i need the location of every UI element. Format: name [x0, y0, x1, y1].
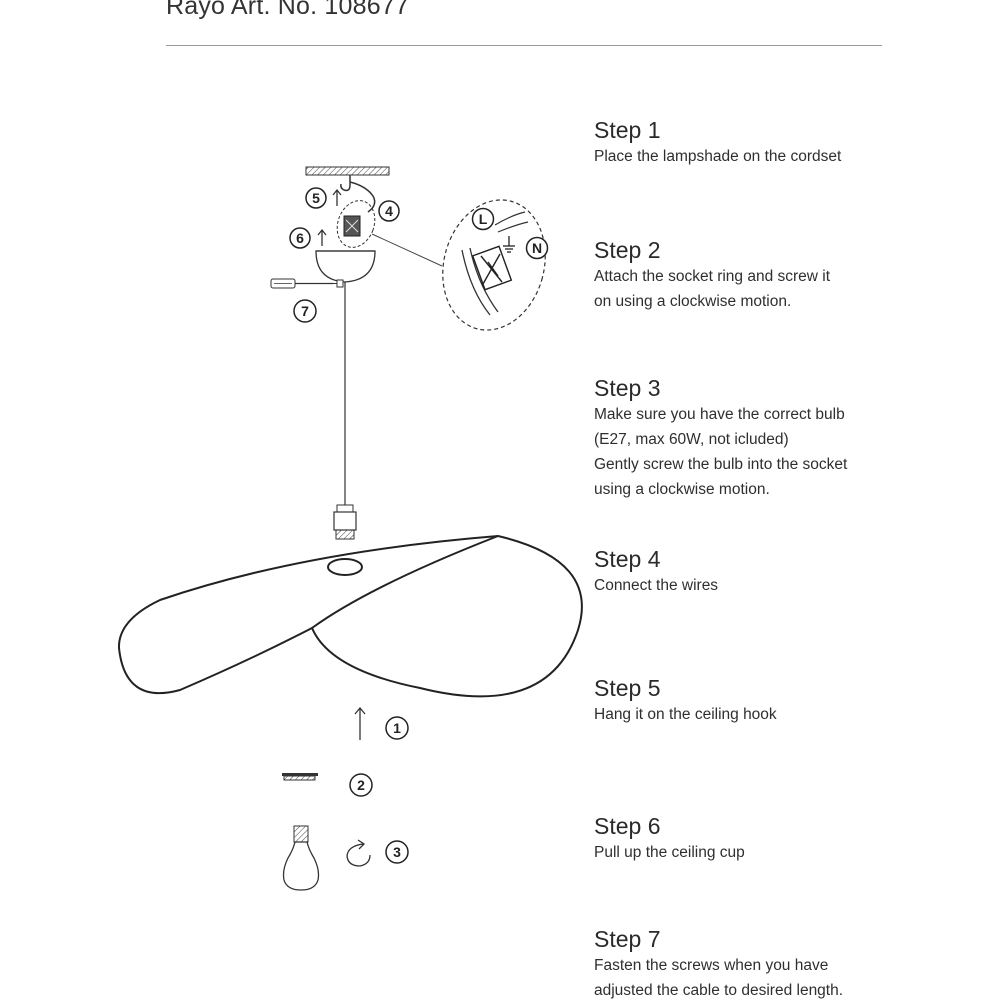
ceiling-cup-icon: [315, 250, 376, 283]
wire-label-neutral: N: [525, 236, 549, 260]
lampshade-icon: [117, 534, 583, 698]
svg-text:3: 3: [393, 844, 401, 860]
step-text: on using a clockwise motion.: [594, 293, 792, 310]
step-text: adjusted the cable to desired length.: [594, 982, 844, 999]
step-badge-5: 5: [305, 187, 327, 209]
rotate-clockwise-icon: [346, 839, 371, 867]
step-title: Step 2: [594, 237, 661, 263]
step-1: Step 1 Place the lampshade on the cordse…: [594, 116, 994, 169]
step-2: Step 2 Attach the socket ring and screw …: [594, 236, 994, 314]
step-title: Step 7: [594, 926, 661, 952]
step-text: Attach the socket ring and screw it: [594, 268, 831, 285]
svg-text:6: 6: [296, 230, 304, 246]
step-badge-4: 4: [378, 200, 400, 222]
svg-text:4: 4: [385, 203, 393, 219]
step-badge-6: 6: [289, 227, 311, 249]
svg-text:5: 5: [312, 190, 320, 206]
assembly-diagram: L N 5 4 6 7 1 2: [117, 166, 583, 891]
svg-text:1: 1: [393, 720, 401, 736]
ceiling-plate-icon: [305, 166, 390, 176]
step-5: Step 5 Hang it on the ceiling hook: [594, 674, 994, 727]
step-badge-2: 2: [349, 773, 373, 797]
step-title: Step 4: [594, 546, 661, 572]
step-3: Step 3 Make sure you have the correct bu…: [594, 374, 994, 502]
step-text: (E27, max 60W, not icluded): [594, 431, 789, 448]
svg-text:7: 7: [301, 303, 309, 319]
step-text: Gently screw the bulb into the socket: [594, 456, 848, 473]
document-title: Rayo Art. No. 108677: [166, 0, 410, 20]
bulb-icon: [282, 825, 320, 891]
up-arrow-icon: [317, 228, 327, 246]
header-divider: [166, 45, 882, 46]
step-text: Connect the wires: [594, 577, 719, 594]
step-6: Step 6 Pull up the ceiling cup: [594, 812, 994, 865]
step-title: Step 3: [594, 375, 661, 401]
ceiling-hook-icon: [340, 175, 376, 213]
step-badge-1: 1: [385, 716, 409, 740]
wire-detail: [442, 199, 546, 331]
step-4: Step 4 Connect the wires: [594, 545, 994, 598]
step-title: Step 5: [594, 675, 661, 701]
svg-text:L: L: [479, 211, 488, 227]
socket-icon: [333, 504, 357, 540]
up-arrow-icon: [332, 188, 342, 206]
step-7: Step 7 Fasten the screws when you have a…: [594, 925, 994, 1003]
step-badge-7: 7: [293, 299, 317, 323]
up-arrow-icon: [354, 706, 366, 740]
step-title: Step 1: [594, 117, 661, 143]
step-text: Make sure you have the correct bulb: [594, 406, 845, 423]
terminal-block-icon: [336, 200, 376, 248]
screwdriver-icon: [270, 278, 344, 289]
wire-label-live: L: [471, 207, 495, 231]
svg-text:2: 2: [357, 777, 365, 793]
step-badge-3: 3: [385, 840, 409, 864]
step-text: using a clockwise motion.: [594, 481, 770, 498]
step-text: Fasten the screws when you have: [594, 957, 829, 974]
step-text: Hang it on the ceiling hook: [594, 706, 777, 723]
svg-text:N: N: [532, 240, 542, 256]
step-text: Place the lampshade on the cordset: [594, 148, 842, 165]
socket-ring-icon: [282, 773, 318, 781]
ground-symbol-icon: [503, 236, 515, 253]
step-text: Pull up the ceiling cup: [594, 844, 745, 861]
step-title: Step 6: [594, 813, 661, 839]
